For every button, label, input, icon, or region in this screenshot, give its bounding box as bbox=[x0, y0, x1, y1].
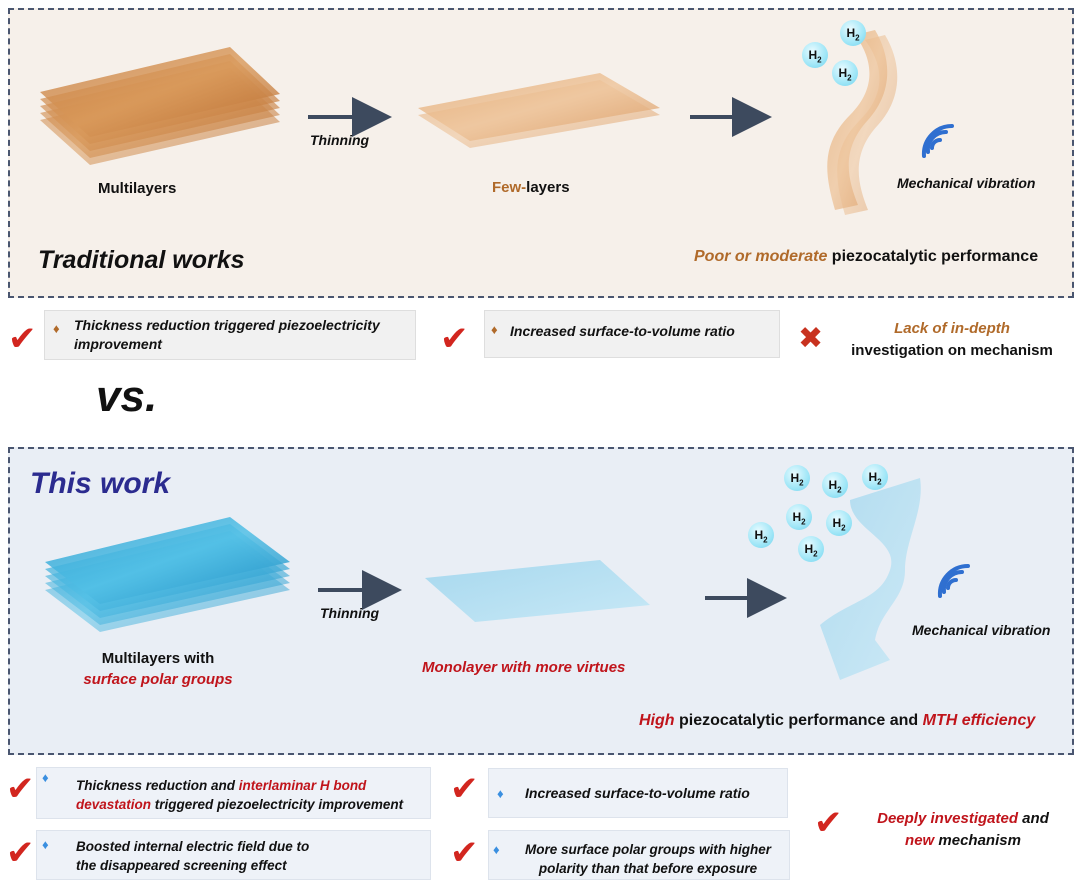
p3-line2: the disappeared screening effect bbox=[76, 858, 287, 873]
diamond-icon: ♦ bbox=[497, 786, 504, 801]
new-highlight: new bbox=[905, 832, 935, 849]
mth-highlight: MTH efficiency bbox=[922, 712, 1036, 729]
multilayer-stack-brown bbox=[40, 47, 280, 165]
h2-bubble: H2 bbox=[786, 504, 812, 530]
p1-text-d: triggered piezoelectricity improvement bbox=[151, 797, 404, 812]
check-icon: ✔ bbox=[8, 320, 37, 358]
p1-highlight-c: devastation bbox=[76, 797, 152, 812]
performance-mid: piezocatalytic performance and bbox=[674, 712, 923, 729]
lack-rest: investigation on mechanism bbox=[851, 342, 1053, 359]
few-highlight: Few- bbox=[492, 179, 527, 196]
h2-bubble: H2 bbox=[826, 510, 852, 536]
point-box bbox=[488, 830, 790, 880]
thinning-label: Thinning bbox=[310, 132, 370, 148]
high-highlight: High bbox=[639, 712, 675, 729]
deeply-highlight: Deeply investigated bbox=[877, 810, 1019, 827]
diamond-icon: ♦ bbox=[491, 322, 498, 337]
check-icon: ✔ bbox=[814, 804, 843, 842]
p4-line2: polarity than that before exposure bbox=[538, 861, 758, 876]
bent-sheet-brown bbox=[827, 30, 898, 215]
performance-highlight: Poor or moderate bbox=[694, 248, 828, 265]
p4-line1: More surface polar groups with higher bbox=[524, 842, 772, 857]
point-deeply-investigated: Deeply investigated and new mechanism bbox=[850, 808, 1076, 852]
point-polar-groups: More surface polar groups with higher pol… bbox=[506, 840, 790, 878]
check-icon: ✔ bbox=[440, 320, 469, 358]
check-icon: ✔ bbox=[6, 770, 35, 808]
check-icon: ✔ bbox=[450, 834, 479, 872]
point-thickness-reduction: Thickness reduction triggered piezoelect… bbox=[74, 317, 380, 352]
multilayers-line1: Multilayers with bbox=[101, 650, 215, 667]
monolayer-label: Monolayer with more virtues bbox=[422, 659, 626, 676]
h2-bubble: H2 bbox=[832, 60, 858, 86]
vibration-waves-icon bbox=[921, 123, 954, 158]
traditional-works-title: Traditional works bbox=[38, 246, 245, 274]
performance-rest: piezocatalytic performance bbox=[827, 248, 1039, 265]
this-work-title: This work bbox=[30, 467, 171, 500]
h2-bubble: H2 bbox=[802, 42, 828, 68]
traditional-performance: Poor or moderate piezocatalytic performa… bbox=[694, 248, 1038, 266]
point-surface-volume-2: Increased surface-to-volume ratio bbox=[525, 785, 750, 801]
h2-bubble: H2 bbox=[840, 20, 866, 46]
monolayer-sheet bbox=[425, 560, 650, 622]
point-box bbox=[488, 768, 788, 818]
few-layers-label: Few-layers bbox=[492, 179, 570, 196]
thinning-label-2: Thinning bbox=[320, 605, 380, 621]
mechanical-vibration-label-2: Mechanical vibration bbox=[912, 622, 1051, 638]
multilayers-polar-label: Multilayers with surface polar groups bbox=[68, 648, 248, 690]
point-lack-investigation: Lack of in-depth investigation on mechan… bbox=[832, 318, 1072, 362]
p1-text-a: Thickness reduction and bbox=[76, 778, 239, 793]
diamond-icon: ♦ bbox=[42, 837, 49, 852]
h2-bubble: H2 bbox=[862, 464, 888, 490]
point-hbond-devastation: Thickness reduction and interlaminar H b… bbox=[76, 776, 428, 814]
point-box bbox=[484, 310, 780, 358]
this-work-performance: High piezocatalytic performance and MTH … bbox=[639, 712, 1035, 730]
layers-text: layers bbox=[526, 179, 570, 196]
p1-highlight-b: interlaminar H bond bbox=[238, 778, 367, 793]
diamond-icon: ♦ bbox=[53, 321, 60, 336]
mechanical-vibration-label: Mechanical vibration bbox=[897, 175, 1036, 191]
bent-sheet-blue bbox=[820, 478, 921, 680]
check-icon: ✔ bbox=[6, 834, 35, 872]
diamond-icon: ♦ bbox=[42, 770, 49, 785]
point-surface-volume: Increased surface-to-volume ratio bbox=[510, 323, 735, 339]
polar-groups-line: surface polar groups bbox=[83, 671, 233, 688]
check-icon: ✔ bbox=[450, 770, 479, 808]
h2-bubble: H2 bbox=[822, 472, 848, 498]
point-box bbox=[44, 310, 416, 360]
vs-label: vs. bbox=[96, 372, 158, 421]
diamond-icon: ♦ bbox=[493, 842, 500, 857]
mechanism-text: mechanism bbox=[934, 832, 1021, 849]
point-electric-field: Boosted internal electric field due to th… bbox=[76, 837, 309, 875]
lack-highlight: Lack of in-depth bbox=[894, 320, 1010, 337]
point-box bbox=[36, 830, 431, 880]
h2-bubble: H2 bbox=[748, 522, 774, 548]
point-box bbox=[36, 767, 431, 819]
p3-line1: Boosted internal electric field due to bbox=[76, 839, 310, 854]
and-text: and bbox=[1018, 810, 1049, 827]
h2-bubble: H2 bbox=[784, 465, 810, 491]
few-layer-sheet bbox=[418, 73, 660, 148]
multilayers-label: Multilayers bbox=[98, 180, 177, 197]
h2-bubble: H2 bbox=[798, 536, 824, 562]
traditional-works-panel bbox=[8, 8, 1074, 298]
multilayer-stack-blue bbox=[45, 517, 290, 632]
cross-icon: ✖ bbox=[798, 322, 824, 355]
vibration-waves-icon-2 bbox=[937, 563, 970, 598]
